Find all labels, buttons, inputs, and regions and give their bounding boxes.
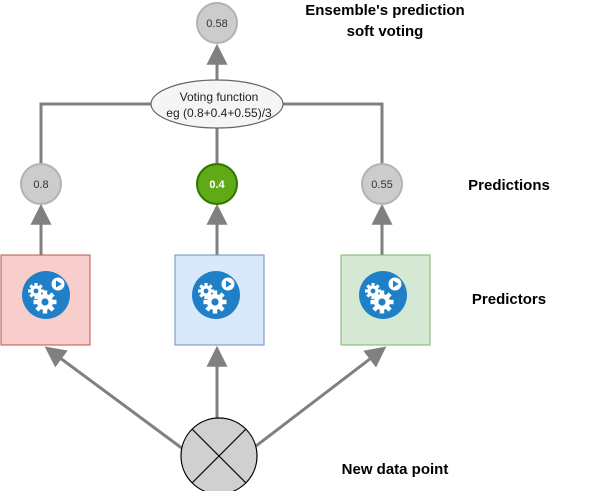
predictors-label: Predictors bbox=[472, 291, 546, 308]
connector-prediction-1-to-vote bbox=[39, 102, 152, 170]
predictor-box-3 bbox=[340, 254, 431, 346]
arrow-input-to-predictor-1 bbox=[44, 346, 184, 451]
predictor-box-2 bbox=[174, 254, 265, 346]
predictions-label: Predictions bbox=[468, 177, 550, 194]
prediction-node-1: 0.8 bbox=[20, 163, 62, 205]
gears-play-icon bbox=[359, 271, 407, 319]
predictor-box-1 bbox=[0, 254, 91, 346]
gears-play-icon bbox=[192, 271, 240, 319]
voting-function-node: Voting function eg (0.8+0.4+0.55)/3 bbox=[150, 79, 284, 129]
prediction-node-3: 0.55 bbox=[361, 163, 403, 205]
prediction-value-2: 0.4 bbox=[209, 179, 225, 191]
prediction-node-2: 0.4 bbox=[196, 163, 238, 205]
voting-function-line-2: eg (0.8+0.4+0.55)/3 bbox=[166, 106, 272, 120]
ensemble-output-value: 0.58 bbox=[206, 18, 227, 30]
voting-function-line-1: Voting function bbox=[180, 90, 259, 104]
connector-prediction-3-to-vote bbox=[282, 102, 384, 170]
gears-play-icon bbox=[22, 271, 70, 319]
title-line-2: soft voting bbox=[347, 23, 424, 40]
input-node bbox=[180, 417, 258, 495]
input-label: New data point bbox=[342, 461, 449, 478]
title-line-1: Ensemble's prediction bbox=[305, 2, 464, 19]
ensemble-output-node: 0.58 bbox=[196, 2, 238, 44]
prediction-value-1: 0.8 bbox=[33, 179, 48, 191]
arrow-input-to-predictor-3 bbox=[251, 346, 387, 451]
prediction-value-3: 0.55 bbox=[371, 179, 392, 191]
